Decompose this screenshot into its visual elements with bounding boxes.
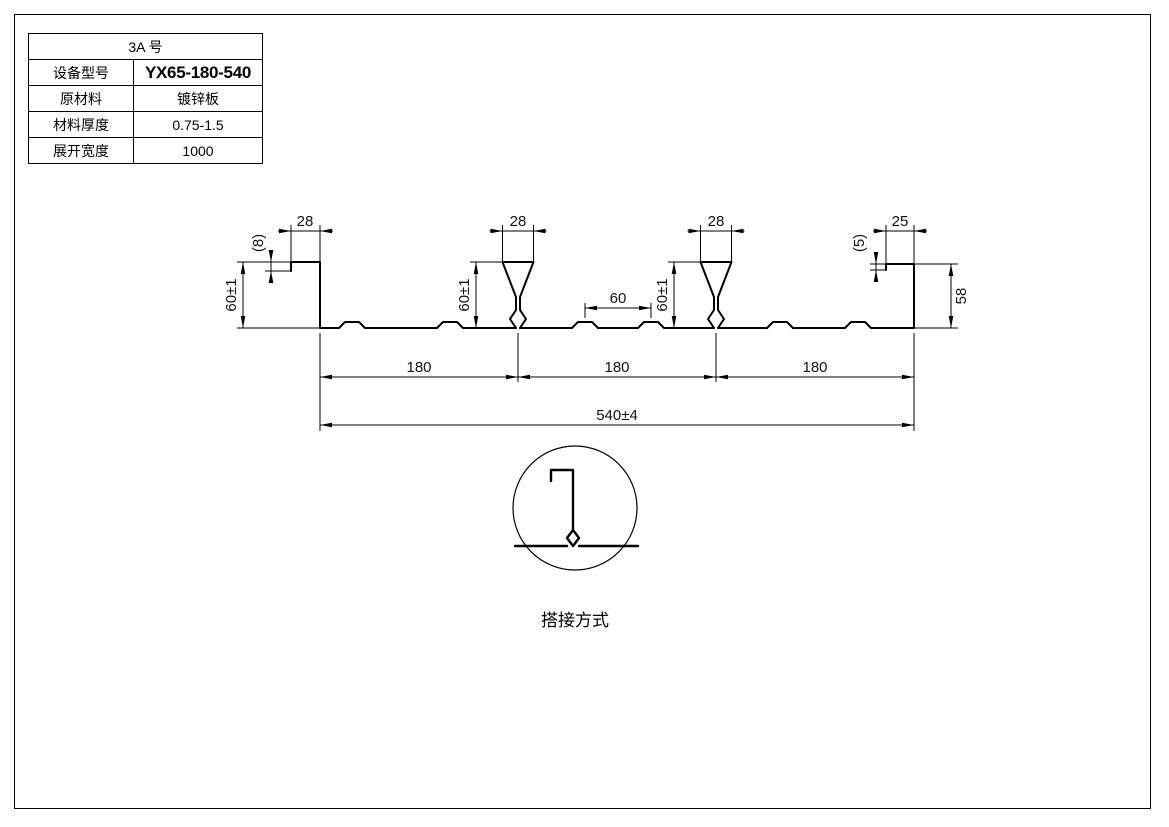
field-label-thickness: 材料厚度 <box>28 111 134 138</box>
dim-right-lip: (5) <box>851 234 868 252</box>
field-value-model: YX65-180-540 <box>133 59 263 86</box>
profile-rib-2 <box>699 261 733 329</box>
dim-valley: 60 <box>610 290 627 307</box>
dim-pitch-1: 180 <box>406 359 431 376</box>
title-block: 3A 号 设备型号 YX65-180-540 原材料 镀锌板 材料厚度 0.75… <box>28 33 263 164</box>
detail-circle <box>512 445 638 571</box>
dim-right-height: 58 <box>953 288 970 305</box>
dim-left-lip: (8) <box>250 234 267 252</box>
lap-joint-detail: 搭接方式 <box>512 445 640 630</box>
dim-left-flange: 28 <box>297 213 314 230</box>
profile-main-line <box>290 261 915 329</box>
sheet-border <box>14 14 1151 809</box>
dim-pitch-2: 180 <box>604 359 629 376</box>
deck-profile-outline <box>290 261 915 329</box>
detail-sheet-lines <box>513 468 640 548</box>
dimension-lines <box>240 228 954 428</box>
dim-rib1-top: 28 <box>510 213 527 230</box>
title-block-row: 展开宽度 1000 <box>28 137 263 164</box>
dim-right-flange: 25 <box>892 213 909 230</box>
dim-rib2-height: 60±1 <box>654 278 671 311</box>
dimension-labels: (8) 28 60±1 28 60±1 28 60±1 (5) 25 58 60… <box>223 213 970 424</box>
field-value-material: 镀锌板 <box>133 85 263 112</box>
field-value-width: 1000 <box>133 137 263 164</box>
dim-pitch-3: 180 <box>802 359 827 376</box>
dim-overall: 540±4 <box>596 407 638 424</box>
profile-rib-1 <box>501 261 535 329</box>
detail-caption: 搭接方式 <box>541 611 609 630</box>
title-block-row: 原材料 镀锌板 <box>28 85 263 112</box>
dim-left-height: 60±1 <box>223 278 240 311</box>
dim-rib2-top: 28 <box>708 213 725 230</box>
dim-rib1-height: 60±1 <box>456 278 473 311</box>
